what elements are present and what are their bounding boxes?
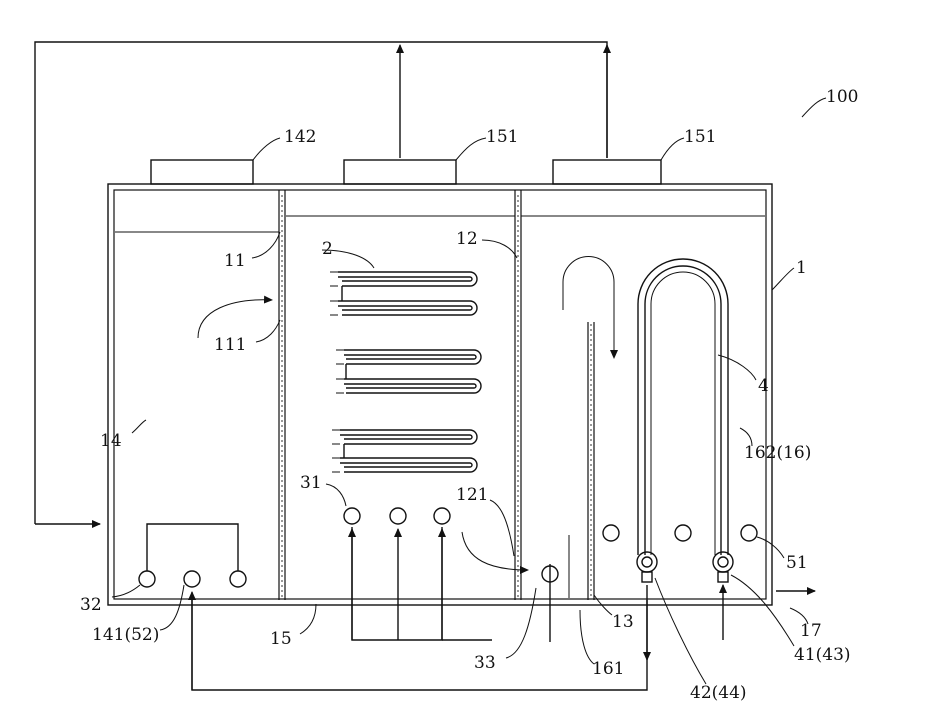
label-2: 2 xyxy=(322,239,333,259)
label-141-52: 141(52) xyxy=(92,625,159,645)
u-pipe-4 xyxy=(638,259,728,555)
port-42-44 xyxy=(637,552,657,660)
partition-11 xyxy=(279,190,285,600)
bottom-return-pipe xyxy=(192,585,647,690)
label-161: 161 xyxy=(592,659,624,679)
nozzles-51 xyxy=(603,525,757,541)
label-17: 17 xyxy=(800,621,822,641)
label-32: 32 xyxy=(80,595,102,615)
leader-lines xyxy=(112,98,826,684)
label-51: 51 xyxy=(786,553,808,573)
label-151-middle: 151 xyxy=(486,127,518,147)
label-13: 13 xyxy=(612,612,634,632)
cap-151-right xyxy=(553,160,661,184)
cap-142 xyxy=(151,160,253,184)
label-4: 4 xyxy=(758,376,769,396)
label-151-right: 151 xyxy=(684,127,716,147)
label-41-43: 41(43) xyxy=(794,645,851,665)
heater-top xyxy=(330,272,477,315)
label-111: 111 xyxy=(214,335,246,355)
heater-bottom xyxy=(332,430,477,472)
port-41-43 xyxy=(713,552,733,640)
nozzles-32-141 xyxy=(139,524,246,587)
label-100: 100 xyxy=(826,87,858,107)
label-15: 15 xyxy=(270,629,292,649)
heater-middle xyxy=(336,350,481,393)
baffle-13 xyxy=(588,322,594,600)
label-121: 121 xyxy=(456,485,488,505)
label-12: 12 xyxy=(456,229,478,249)
label-162-16: 162(16) xyxy=(744,443,811,463)
text-labels: 100 142 151 151 1 2 11 111 12 14 4 162(1… xyxy=(80,87,858,703)
cap-151-middle xyxy=(344,160,456,184)
label-11: 11 xyxy=(224,251,246,271)
label-42-44: 42(44) xyxy=(690,683,747,703)
label-14: 14 xyxy=(100,431,122,451)
partition-12 xyxy=(515,190,521,600)
main-tank xyxy=(108,184,772,605)
label-33: 33 xyxy=(474,653,496,673)
label-31: 31 xyxy=(300,473,322,493)
nozzles-31 xyxy=(344,508,492,640)
label-1: 1 xyxy=(796,258,807,278)
label-142: 142 xyxy=(284,127,316,147)
flow-arrow-111 xyxy=(198,300,272,338)
heater-group-2 xyxy=(330,272,481,472)
